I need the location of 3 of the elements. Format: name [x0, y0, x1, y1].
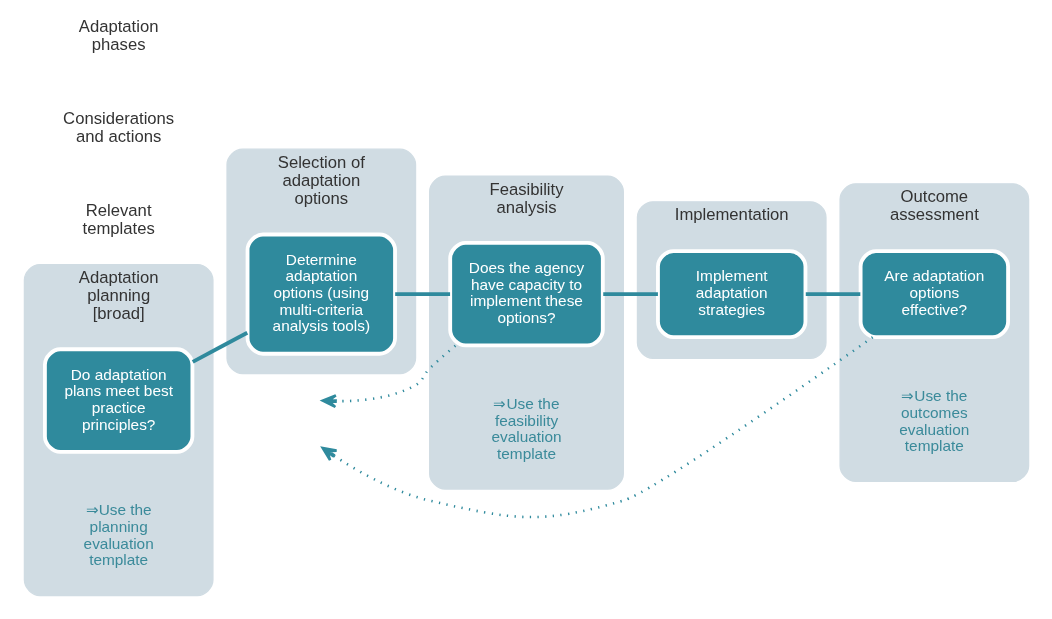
label: Relevant templates: [82, 201, 155, 239]
label: Considerations and actions: [62, 109, 174, 146]
label: Adaptation phases: [78, 16, 158, 54]
